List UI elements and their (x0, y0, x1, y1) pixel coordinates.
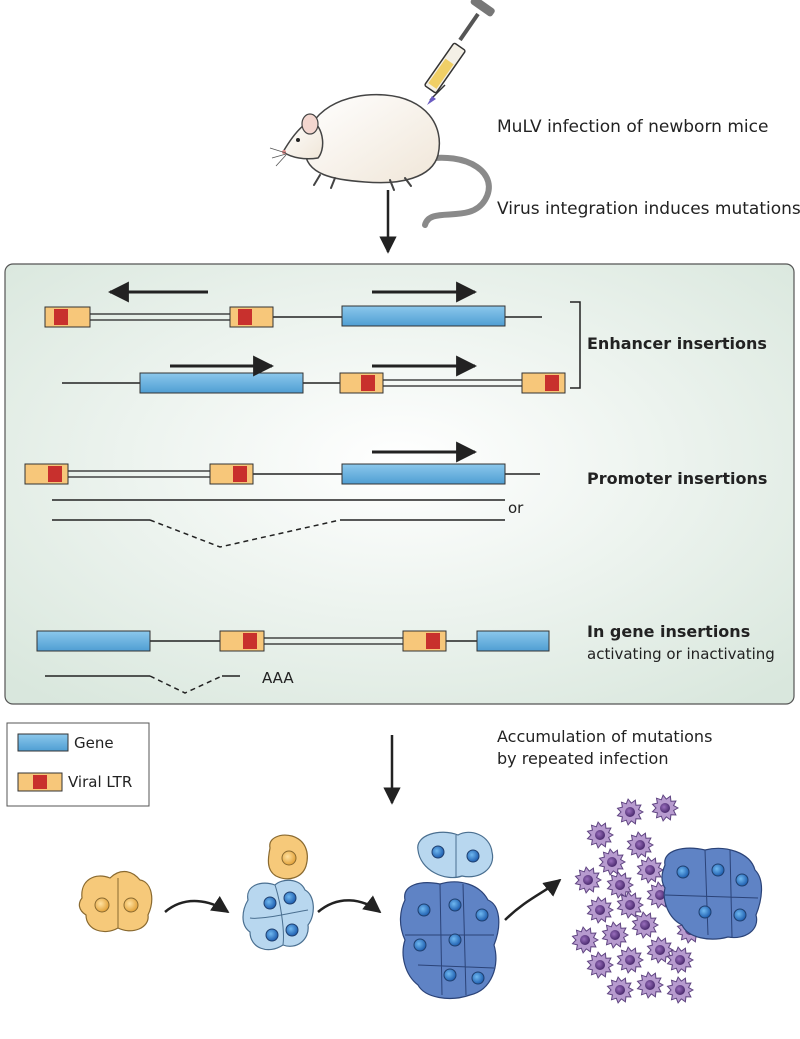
ingene-insertions-label: In gene insertions (587, 622, 750, 641)
legend-gene-swatch (17, 733, 69, 752)
promoter-or-label: or (508, 499, 524, 517)
tumor-cell-nucleus (660, 803, 670, 813)
promoter-insertions-label: Promoter insertions (587, 469, 767, 488)
gene-box (476, 630, 550, 652)
light-blue-cells (242, 879, 314, 951)
tumor-cell-nucleus (595, 830, 605, 840)
viral-ltr (229, 306, 274, 328)
tumor-cell-nucleus (615, 880, 625, 890)
legend-ltr-swatch (17, 772, 63, 792)
tumor-cell-nucleus (583, 875, 593, 885)
enhancer-row-2 (62, 355, 566, 394)
tumor-cell-nucleus (607, 857, 617, 867)
gene-box (36, 630, 151, 652)
legend: Gene Viral LTR (6, 722, 150, 807)
tumor-cell-nucleus (580, 935, 590, 945)
gene-box (341, 463, 506, 485)
polya-label: AAA (262, 669, 294, 687)
tumor-cell-nucleus (655, 945, 665, 955)
tumor-cell-nucleus (635, 840, 645, 850)
tumor-cell-cluster (571, 794, 705, 1004)
tumor-cell-nucleus (645, 980, 655, 990)
tumor-cell-nucleus (675, 955, 685, 965)
viral-ltr (209, 463, 254, 485)
promoter-row (24, 441, 540, 548)
enhancer-bracket (570, 301, 581, 389)
gene-box (341, 305, 506, 327)
tumor-cell-nucleus (625, 955, 635, 965)
tumor-cell-nucleus (610, 930, 620, 940)
viral-ltr (402, 630, 447, 652)
tumor-cell-nucleus (655, 890, 665, 900)
syringe-icon (424, 0, 495, 105)
legend-ltr-label: Viral LTR (68, 773, 132, 791)
dark-blue-cells (399, 831, 500, 999)
mouse-illustration (269, 0, 495, 228)
viral-ltr (339, 372, 384, 394)
tumor-cells (571, 794, 763, 1004)
enhancer-insertions-label: Enhancer insertions (587, 334, 767, 353)
tumor-cell-nucleus (615, 985, 625, 995)
step-integration-label: Virus integration induces mutations (497, 199, 800, 219)
viral-ltr (24, 463, 69, 485)
viral-ltr (219, 630, 265, 652)
tumor-cell-nucleus (675, 985, 685, 995)
viral-ltr (521, 372, 566, 394)
tumor-cell-nucleus (625, 807, 635, 817)
step-infection-label: MuLV infection of newborn mice (497, 117, 768, 137)
legend-gene-label: Gene (74, 734, 114, 752)
enhancer-row-1 (44, 281, 542, 328)
tumor-cell-nucleus (640, 920, 650, 930)
tumor-cell-nucleus (595, 960, 605, 970)
viral-ltr (44, 306, 91, 328)
ingene-sub-label: activating or inactivating (587, 645, 775, 663)
normal-cells (78, 834, 308, 933)
ingene-row (36, 630, 550, 694)
tumor-cell-nucleus (595, 905, 605, 915)
tumor-cell-nucleus (645, 865, 655, 875)
tumor-cell-nucleus (625, 900, 635, 910)
accumulation-line1: Accumulation of mutations (497, 727, 712, 746)
gene-box (139, 372, 304, 394)
accumulation-line2: by repeated infection (497, 749, 668, 768)
